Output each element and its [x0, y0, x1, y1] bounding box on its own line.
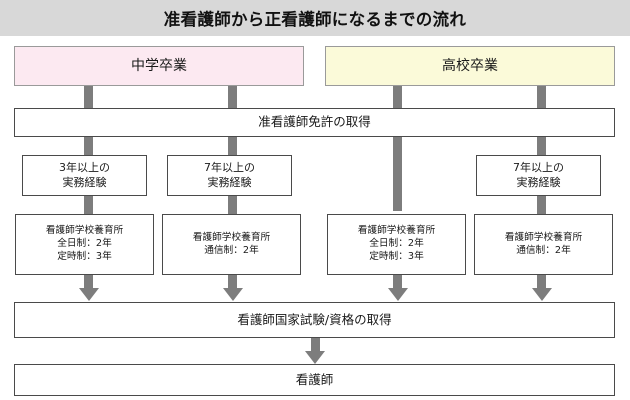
- node-experience-col2[interactable]: 7年以上の 実務経験: [167, 155, 292, 196]
- node-experience-col4[interactable]: 7年以上の 実務経験: [476, 155, 601, 196]
- connector-entry-right-col3: [393, 86, 402, 108]
- node-experience-col1-line1: 3年以上の: [59, 160, 110, 174]
- node-school-col1-line3: 定時制：3年: [57, 250, 112, 262]
- node-school-col2-line2: 通信制：2年: [204, 244, 259, 256]
- arrowhead-final: [305, 351, 325, 364]
- arrowhead-col3: [387, 288, 408, 301]
- connector-entry-right-col4: [537, 86, 546, 108]
- node-exam[interactable]: 看護師国家試験/資格の取得: [14, 302, 615, 338]
- node-school-col1[interactable]: 看護師学校養育所 全日制：2年 定時制：3年: [15, 214, 154, 275]
- arrowhead-col2: [222, 288, 243, 301]
- connector-school-col3: [393, 275, 402, 289]
- connector-exam-to-final: [310, 338, 320, 352]
- page-title: 准看護師から正看護師になるまでの流れ: [163, 10, 467, 29]
- node-school-col2-line1: 看護師学校養育所: [192, 231, 271, 243]
- node-entry-right-label: 高校卒業: [442, 57, 498, 74]
- connector-experience-col2: [228, 196, 237, 214]
- connector-school-col4: [537, 275, 546, 289]
- arrowhead-col1: [78, 288, 99, 301]
- node-school-col4-line1: 看護師学校養育所: [504, 231, 583, 243]
- node-entry-left[interactable]: 中学卒業: [14, 46, 304, 86]
- node-experience-col1-line2: 実務経験: [62, 175, 107, 189]
- node-school-col3-line1: 看護師学校養育所: [357, 225, 436, 237]
- node-entry-right[interactable]: 高校卒業: [325, 46, 615, 86]
- node-school-col4[interactable]: 看護師学校養育所 通信制：2年: [474, 214, 613, 275]
- node-school-col1-line2: 全日制：2年: [57, 238, 112, 250]
- node-experience-col2-line1: 7年以上の: [204, 160, 255, 174]
- node-entry-left-label: 中学卒業: [131, 57, 187, 74]
- connector-license-col1: [84, 137, 93, 155]
- node-school-col1-line1: 看護師学校養育所: [45, 225, 124, 237]
- node-experience-col4-line2: 実務経験: [516, 175, 561, 189]
- connector-license-col2: [228, 137, 237, 155]
- connector-entry-left-col2: [228, 86, 237, 108]
- node-experience-col2-line2: 実務経験: [207, 175, 252, 189]
- connector-experience-col4: [537, 196, 546, 214]
- node-license-label: 准看護師免許の取得: [258, 114, 371, 130]
- node-school-col3[interactable]: 看護師学校養育所 全日制：2年 定時制：3年: [327, 214, 466, 275]
- connector-license-col3: [393, 137, 402, 211]
- connector-experience-col1: [84, 196, 93, 214]
- node-experience-col1[interactable]: 3年以上の 実務経験: [22, 155, 147, 196]
- node-final-label: 看護師: [295, 371, 334, 387]
- connector-school-col2: [228, 275, 237, 289]
- node-license[interactable]: 准看護師免許の取得: [14, 108, 615, 137]
- node-school-col3-line2: 全日制：2年: [369, 238, 424, 250]
- node-school-col2[interactable]: 看護師学校養育所 通信制：2年: [162, 214, 301, 275]
- connector-school-col1: [84, 275, 93, 289]
- node-exam-label: 看護師国家試験/資格の取得: [237, 311, 392, 327]
- node-school-col4-line2: 通信制：2年: [516, 244, 571, 256]
- arrowhead-col4: [531, 288, 552, 301]
- node-final[interactable]: 看護師: [14, 364, 615, 396]
- title-bar: 准看護師から正看護師になるまでの流れ: [0, 0, 630, 36]
- connector-entry-left-col1: [84, 86, 93, 108]
- connector-license-col4: [537, 137, 546, 155]
- node-experience-col4-line1: 7年以上の: [513, 160, 564, 174]
- node-school-col3-line3: 定時制：3年: [369, 250, 424, 262]
